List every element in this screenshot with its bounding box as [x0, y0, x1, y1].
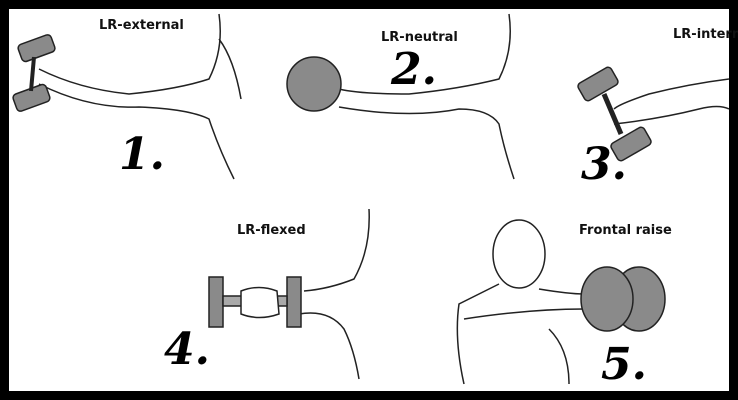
label-lr-neutral: LR-neutral — [381, 30, 458, 45]
label-lr-flexed: LR-flexed — [237, 223, 306, 238]
number-4: 4. — [164, 324, 210, 375]
label-frontal-raise: Frontal raise — [579, 223, 672, 238]
figure-lr-flexed — [208, 208, 370, 380]
figure-lr-internal — [577, 66, 729, 162]
label-lr-internal: LR-intern — [673, 27, 738, 42]
number-2: 2. — [391, 44, 437, 95]
number-3: 3. — [581, 139, 627, 190]
figure-frontal-raise — [456, 219, 666, 385]
exercise-illustrations — [12, 13, 729, 385]
figure-lr-external — [12, 13, 242, 180]
figure-lr-neutral — [286, 13, 515, 180]
label-lr-external: LR-external — [99, 18, 184, 33]
number-5: 5. — [601, 339, 647, 390]
number-1: 1. — [119, 129, 165, 180]
illustration-panel: LR-external 1. LR-neutral 2. LR-intern 3… — [9, 9, 738, 391]
